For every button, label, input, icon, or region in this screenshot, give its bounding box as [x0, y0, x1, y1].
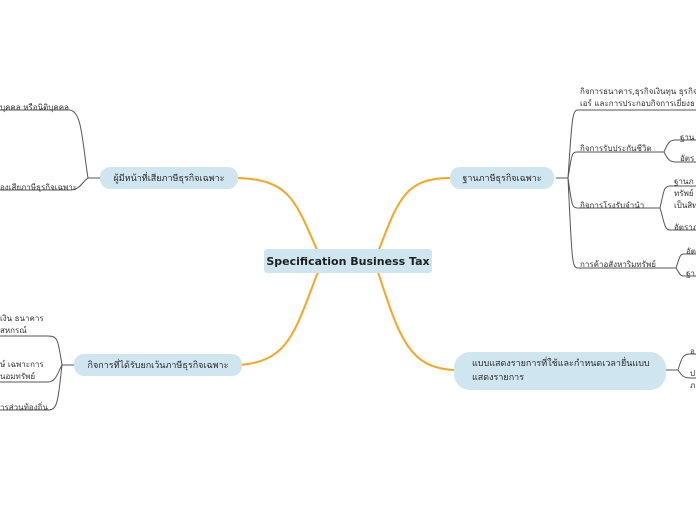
leaf-pawn-sub-4[interactable]: อัตราภ: [674, 223, 696, 232]
topic-forms[interactable]: แบบแสดงรายการที่ใช้และกำหนดเวลายื่นแบบแส…: [454, 352, 666, 390]
leaf-real-estate[interactable]: การค้าอสังหาริมทรัพย์: [580, 260, 656, 269]
central-topic[interactable]: Specification Business Tax: [264, 249, 432, 273]
leaf-exempt-2b[interactable]: นอมทรัพย์: [0, 372, 36, 381]
leaf-taxpayer-2[interactable]: องเสียภาษีธุรกิจเฉพาะ: [0, 183, 78, 192]
branch-to-taxpayer: [237, 177, 319, 253]
branch-to-exempt: [237, 271, 319, 366]
branch-to-base: [377, 177, 451, 253]
branch-to-forms: [377, 271, 455, 371]
leaf-forms-sub-3[interactable]: ภ: [690, 381, 696, 390]
topic-tax-base[interactable]: ฐานภาษีธุรกิจเฉพาะ: [450, 167, 554, 189]
leaf-exempt-2a[interactable]: ษ์ เฉพาะการ: [0, 360, 44, 369]
topic-taxpayer[interactable]: ผู้มีหน้าที่เสียภาษีธุรกิจเฉพาะ: [100, 167, 238, 189]
line-taxpayer-1: [0, 109, 100, 179]
line-taxpayer-2: [0, 177, 100, 191]
leaf-taxpayer-1[interactable]: บุคคล หรือนิติบุคคล: [0, 103, 69, 112]
line-pawn-2: [646, 207, 696, 231]
leaf-exempt-1a[interactable]: เงิน ธนาคาร: [0, 314, 44, 323]
line-exempt-3: [0, 364, 74, 411]
line-forms-2: [666, 369, 696, 379]
leaf-pawnshop[interactable]: กิจการโรงรับจำนำ: [580, 201, 645, 210]
line-base-2: [556, 151, 654, 179]
leaf-life-sub-1[interactable]: ฐาน: [680, 133, 695, 142]
leaf-life-sub-2[interactable]: อัตร: [680, 154, 695, 163]
leaf-banking-line2[interactable]: เอร์ และการประกอบกิจการเยี่ยงธ: [580, 99, 695, 108]
topic-exempt[interactable]: กิจการที่ได้รับยกเว้นภาษีธุรกิจเฉพาะ: [74, 354, 242, 376]
leaf-pawn-sub-3[interactable]: เป็นสิท: [674, 201, 696, 210]
leaf-banking[interactable]: กิจการธนาคาร,ธุรกิจเงินทุน ธุรกิจ: [580, 87, 696, 96]
leaf-re-sub-1[interactable]: อัต: [686, 247, 696, 256]
leaf-life-insurance[interactable]: กิจการรับประกันชีวิต: [580, 144, 652, 153]
leaf-pawn-sub-1[interactable]: ฐานภ: [674, 177, 694, 186]
leaf-re-sub-2[interactable]: ฐา: [686, 269, 695, 278]
line-life-2: [654, 151, 696, 163]
leaf-forms-sub-2[interactable]: ป: [690, 369, 696, 378]
leaf-forms-sub-1[interactable]: อ: [690, 347, 695, 356]
leaf-exempt-3[interactable]: ารส่วนท้องถิ่น: [0, 403, 48, 412]
line-re-2: [670, 267, 696, 277]
leaf-exempt-1b[interactable]: สหกรณ์: [0, 326, 27, 335]
leaf-pawn-sub-2[interactable]: ทรัพย์: [674, 189, 694, 198]
line-base-4: [556, 177, 670, 269]
